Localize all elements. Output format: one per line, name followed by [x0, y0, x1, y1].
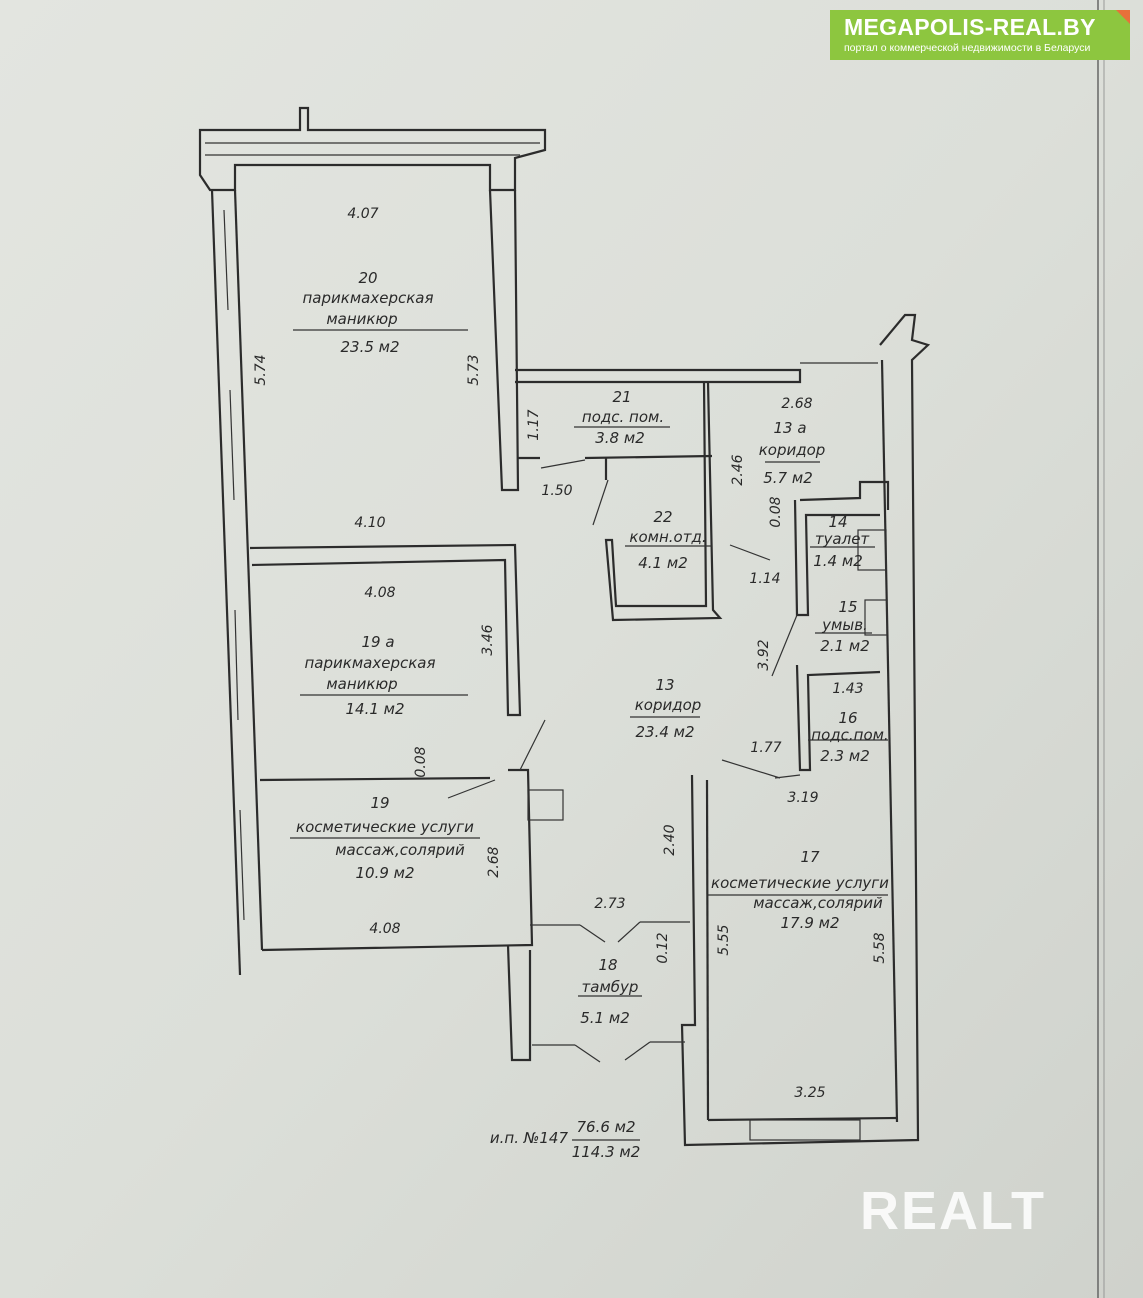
footer-area-note: и.п. №147 76.6 м2 114.3 м2: [490, 1118, 640, 1161]
walls: [198, 106, 931, 1147]
room-name: маникюр: [326, 310, 397, 328]
room-name: парикмахерская: [303, 289, 434, 307]
room-area: 10.9 м2: [355, 864, 414, 882]
room-name: косметические услуги: [711, 874, 889, 892]
dimension-label: 2.40: [662, 824, 678, 855]
dimension-label: 1.50: [541, 483, 572, 499]
room-name: туалет: [815, 530, 871, 548]
dimension-label: 1.17: [526, 409, 542, 440]
dimension-label: 2.73: [594, 896, 625, 912]
room-number: 15: [838, 598, 857, 616]
room-name: коридор: [759, 441, 826, 459]
room-area: 5.7 м2: [763, 469, 812, 487]
room-number: 22: [653, 508, 672, 526]
room-area: 5.1 м2: [580, 1009, 629, 1027]
dimension-label: 0.08: [768, 496, 784, 527]
footer-area-bottom: 114.3 м2: [572, 1143, 641, 1161]
dimension-label: 4.08: [369, 921, 400, 937]
room-number: 19: [370, 794, 389, 812]
room-area: 1.4 м2: [813, 552, 862, 570]
room-name: массаж,солярий: [753, 894, 883, 912]
room-name: подс. пом.: [582, 408, 664, 426]
room-number: 19 а: [361, 633, 394, 651]
room-name: тамбур: [582, 978, 639, 996]
room-labels: 20 парикмахерская маникюр 23.5 м2 21 под…: [296, 269, 889, 1027]
footer-label: и.п. №147: [490, 1129, 569, 1147]
dimension-label: 3.25: [794, 1085, 825, 1101]
room-number: 17: [800, 848, 820, 866]
room-area: 3.8 м2: [595, 429, 644, 447]
dimension-label: 4.07: [347, 206, 378, 222]
dimension-label: 4.10: [354, 515, 385, 531]
room-name: косметические услуги: [296, 818, 474, 836]
room-area: 4.1 м2: [638, 554, 687, 572]
dimension-label: 1.14: [749, 571, 780, 587]
room-area: 14.1 м2: [345, 700, 404, 718]
room-name: подс.пом.: [811, 726, 888, 744]
room-number: 13 а: [773, 419, 806, 437]
dimension-label: 5.55: [716, 924, 732, 955]
logo-subtitle: портал о коммерческой недвижимости в Бел…: [844, 42, 1091, 54]
dimension-label: 2.68: [781, 396, 812, 412]
room-number: 21: [612, 388, 631, 406]
room-name: маникюр: [326, 675, 397, 693]
room-number: 14: [828, 513, 847, 531]
dimension-label: 5.58: [872, 932, 888, 963]
dimension-labels: 4.07 5.74 5.73 1.17 2.68 1.50 2.46 0.08 …: [253, 206, 888, 1101]
room-name: комн.отд.: [629, 528, 706, 546]
megapolis-logo[interactable]: MEGAPOLIS-REAL.BY портал о коммерческой …: [830, 10, 1130, 60]
room-name: коридор: [635, 696, 702, 714]
room-area: 23.4 м2: [635, 723, 694, 741]
room-number: 16: [838, 709, 857, 727]
room-area: 17.9 м2: [780, 914, 839, 932]
dimension-label: 3.46: [480, 624, 496, 655]
room-area: 23.5 м2: [340, 338, 399, 356]
room-number: 18: [598, 956, 617, 974]
dimension-label: 5.73: [466, 354, 482, 385]
room-number: 20: [358, 269, 377, 287]
dimension-label: 1.77: [750, 740, 781, 756]
realt-watermark: REALT: [860, 1181, 1046, 1241]
logo-corner-accent: [1116, 10, 1130, 24]
footer-area-top: 76.6 м2: [576, 1118, 635, 1136]
dimension-label: 2.46: [730, 454, 746, 485]
dimension-label: 3.19: [787, 790, 818, 806]
dimension-label: 5.74: [253, 354, 269, 385]
room-name: умыв.: [821, 616, 868, 634]
dimension-label: 2.68: [486, 846, 502, 877]
logo-title: MEGAPOLIS-REAL.BY: [844, 14, 1096, 40]
dimension-label: 1.43: [832, 681, 863, 697]
room-area: 2.1 м2: [820, 637, 869, 655]
dimension-label: 3.92: [756, 639, 772, 670]
dimension-label: 0.12: [655, 932, 671, 963]
dimension-label: 0.08: [413, 746, 429, 777]
dimension-label: 4.08: [364, 585, 395, 601]
room-area: 2.3 м2: [820, 747, 869, 765]
room-number: 13: [655, 676, 674, 694]
room-name: парикмахерская: [305, 654, 436, 672]
room-name: массаж,солярий: [335, 841, 465, 859]
